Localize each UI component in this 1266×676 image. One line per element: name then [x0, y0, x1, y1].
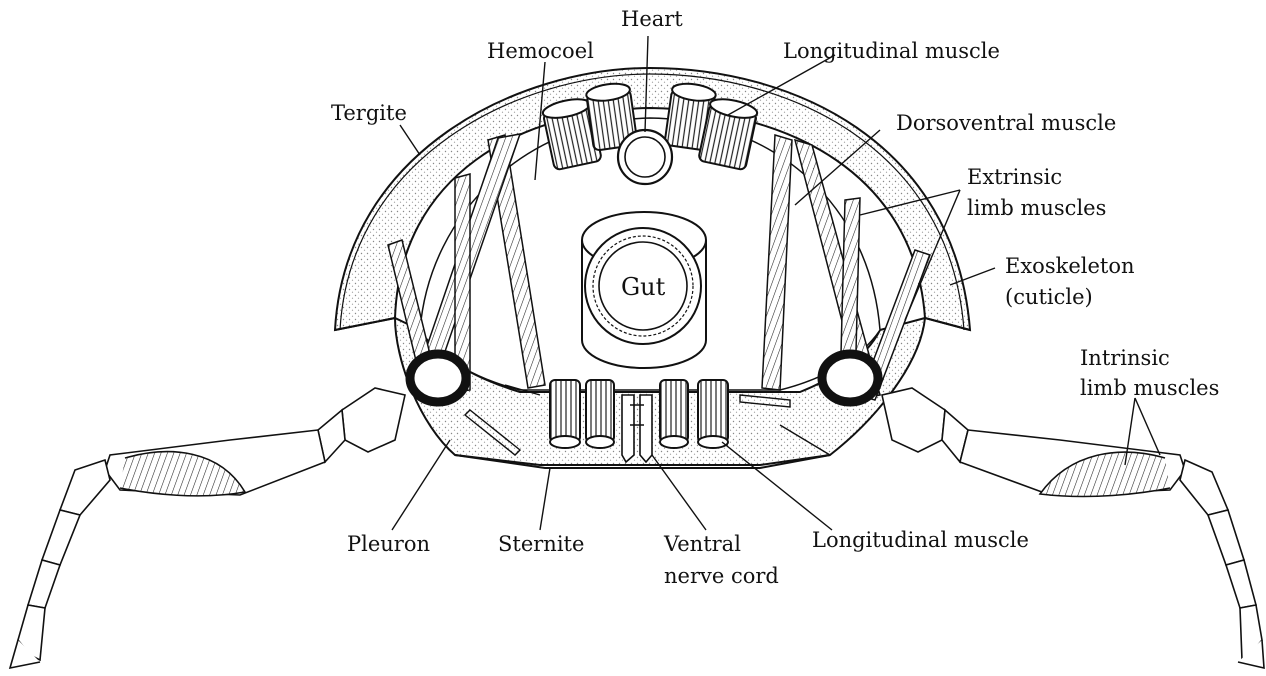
label-gut: Gut — [621, 274, 665, 300]
label-exoskeleton-line2: (cuticle) — [1005, 284, 1093, 310]
label-exoskeleton-line1: Exoskeleton — [1005, 253, 1135, 279]
label-intrinsic-line1: Intrinsic — [1080, 345, 1170, 371]
label-longitudinal-muscle-top: Longitudinal muscle — [783, 38, 1000, 64]
left-limb — [10, 388, 405, 668]
heart — [618, 130, 672, 184]
label-dorsoventral-muscle: Dorsoventral muscle — [896, 110, 1116, 136]
label-ventral-line2: nerve cord — [664, 563, 779, 589]
label-pleuron: Pleuron — [347, 531, 430, 557]
label-intrinsic-line2: limb muscles — [1080, 375, 1219, 401]
label-longitudinal-muscle-bottom: Longitudinal muscle — [812, 527, 1029, 553]
label-heart: Heart — [621, 6, 683, 32]
label-tergite: Tergite — [331, 100, 407, 126]
label-extrinsic-line1: Extrinsic — [967, 164, 1062, 190]
label-hemocoel: Hemocoel — [487, 38, 594, 64]
label-ventral-line1: Ventral — [664, 531, 741, 557]
label-sternite: Sternite — [498, 531, 584, 557]
label-extrinsic-line2: limb muscles — [967, 195, 1106, 221]
